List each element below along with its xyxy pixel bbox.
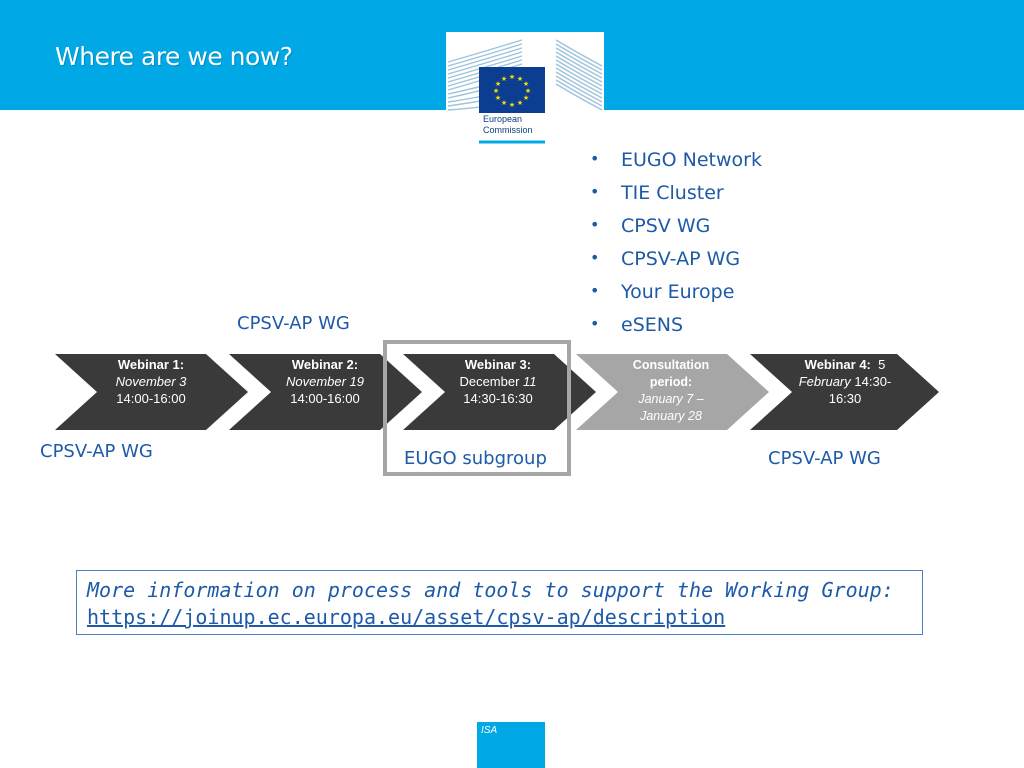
bullet-icon: • xyxy=(590,281,600,300)
bullet-icon: • xyxy=(590,314,600,333)
bullet-icon: • xyxy=(590,215,600,234)
bullet-icon: • xyxy=(590,182,600,201)
highlight-box-webinar-3 xyxy=(383,340,571,476)
svg-text:★: ★ xyxy=(501,75,507,83)
list-item: •CPSV WG xyxy=(590,210,762,243)
step-consultation: Consultation period: January 7 – January… xyxy=(632,358,710,423)
list-item: •eSENS xyxy=(590,309,762,342)
label-eugo-subgroup: EUGO subgroup xyxy=(404,448,547,469)
svg-text:★: ★ xyxy=(495,94,501,102)
chevron-webinar-1 xyxy=(55,354,248,430)
list-item: •TIE Cluster xyxy=(590,177,762,210)
svg-text:★: ★ xyxy=(523,80,529,88)
bullet-icon: • xyxy=(590,248,600,267)
svg-text:★: ★ xyxy=(501,99,507,107)
joinup-link[interactable]: https://joinup.ec.europa.eu/asset/cpsv-a… xyxy=(87,605,726,629)
logo-wordmark: European Commission xyxy=(483,114,533,135)
label-cpsv-ap-wg-left: CPSV-AP WG xyxy=(40,441,153,462)
european-commission-logo: ★★★ ★★★ ★★★ ★★★ xyxy=(446,32,604,145)
chevron-webinar-4 xyxy=(750,354,939,430)
list-item: •EUGO Network xyxy=(590,144,762,177)
isa-logo: ISA xyxy=(477,722,545,768)
chevron-webinar-2 xyxy=(229,354,422,430)
svg-text:★: ★ xyxy=(509,73,515,81)
label-cpsv-ap-wg-top: CPSV-AP WG xyxy=(237,313,350,334)
svg-text:★: ★ xyxy=(525,87,531,95)
more-info-box: More information on process and tools to… xyxy=(76,570,923,635)
step-webinar-4: Webinar 4: 5 February 14:30- 16:30 xyxy=(798,357,892,406)
list-item: •Your Europe xyxy=(590,276,762,309)
groups-bullet-list: •EUGO Network •TIE Cluster •CPSV WG •CPS… xyxy=(590,144,762,342)
more-info-text: More information on process and tools to… xyxy=(87,578,894,602)
svg-text:★: ★ xyxy=(509,101,515,109)
chevron-consultation xyxy=(576,354,769,430)
step-webinar-3: Webinar 3: December 11 14:30-16:30 xyxy=(459,357,537,406)
svg-text:★: ★ xyxy=(517,75,523,83)
label-cpsv-ap-wg-right: CPSV-AP WG xyxy=(768,448,881,469)
svg-text:★: ★ xyxy=(523,94,529,102)
page-title: Where are we now? xyxy=(55,42,293,71)
svg-text:★: ★ xyxy=(495,80,501,88)
bullet-icon: • xyxy=(590,149,600,168)
step-webinar-1: Webinar 1: November 3 14:00-16:00 xyxy=(115,357,187,406)
list-item: •CPSV-AP WG xyxy=(590,243,762,276)
step-webinar-2: Webinar 2: November 19 14:00-16:00 xyxy=(285,357,365,406)
svg-text:★: ★ xyxy=(493,87,499,95)
svg-text:★: ★ xyxy=(517,99,523,107)
chevron-webinar-3 xyxy=(403,354,596,430)
